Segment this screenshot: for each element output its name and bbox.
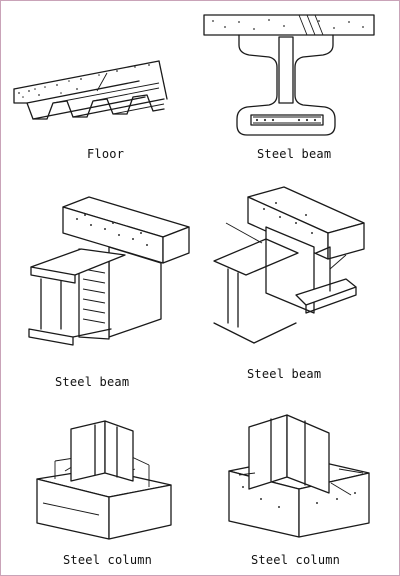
steel-column-concrete-illustration <box>228 414 370 538</box>
caption-steel-column-right: Steel column <box>251 553 341 567</box>
steel-beam-encased-illustration <box>213 186 365 344</box>
caption-steel-beam-mid-left: Steel beam <box>55 375 130 389</box>
steel-column-masonry-illustration <box>36 420 172 540</box>
caption-steel-beam-top: Steel beam <box>257 147 332 161</box>
caption-floor: Floor <box>87 147 125 161</box>
caption-steel-beam-mid-right: Steel beam <box>247 367 322 381</box>
steel-beam-section-illustration <box>203 14 375 136</box>
steel-beam-brick-illustration <box>28 196 190 346</box>
caption-steel-column-left: Steel column <box>63 553 153 567</box>
floor-illustration <box>13 60 168 120</box>
